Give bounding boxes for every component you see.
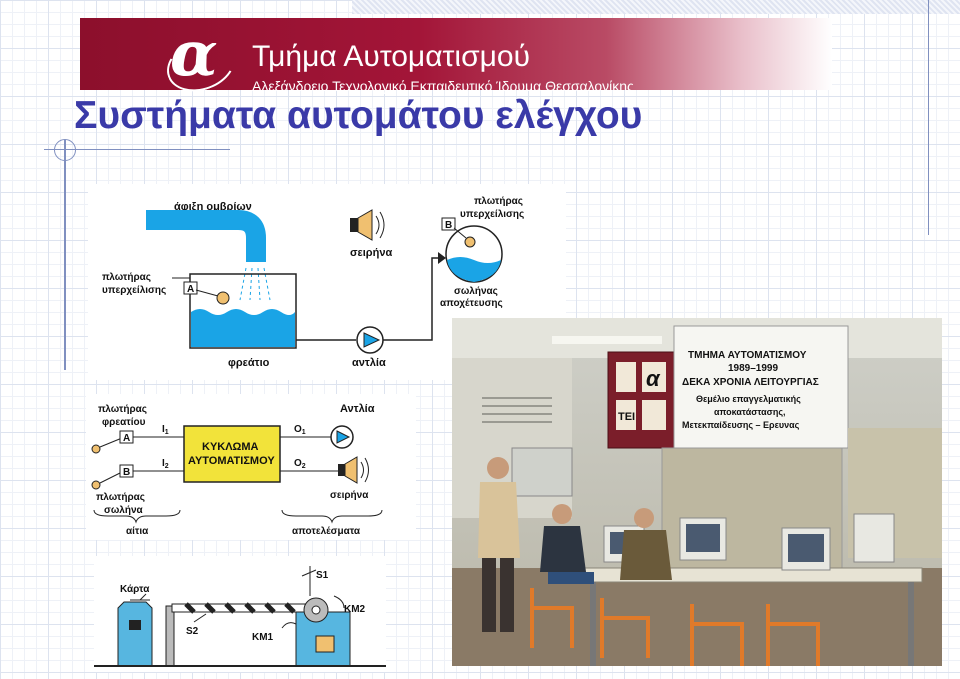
pump-label: αντλία xyxy=(352,357,386,369)
siren-label: σειρήνα xyxy=(350,247,392,259)
svg-text:Μετεκπαίδευσης – Ερευνας: Μετεκπαίδευσης – Ερευνας xyxy=(682,420,800,430)
svg-text:A: A xyxy=(123,433,130,444)
float-a-label-2: υπερχείλισης xyxy=(102,285,166,296)
s2-label: S2 xyxy=(186,626,199,637)
card-label: Κάρτα xyxy=(120,584,150,595)
department-name: Τμήμα Αυτοματισμού xyxy=(252,40,530,74)
effects-label: αποτελέσματα xyxy=(292,526,361,537)
float-b-label-2: υπερχείλισης xyxy=(460,209,524,220)
control-block-diagram: πλωτήρας φρεατίου A I1 B I2 πλωτήρας σωλ… xyxy=(86,394,416,540)
float-sump-label-2: φρεατίου xyxy=(102,417,146,428)
top-decoration-strip xyxy=(352,0,960,14)
sump-label: φρεάτιο xyxy=(228,357,270,369)
svg-text:ΤΕΙ: ΤΕΙ xyxy=(618,411,635,423)
float-sump-label-1: πλωτήρας xyxy=(98,404,147,415)
float-b-ball xyxy=(465,237,475,247)
s1-label: S1 xyxy=(316,570,329,581)
decor-circle xyxy=(54,139,76,161)
svg-text:B: B xyxy=(123,467,130,478)
drain-label-1: σωλήνας xyxy=(454,286,498,297)
svg-text:α: α xyxy=(646,366,661,391)
pump-label-2: Αντλία xyxy=(340,403,375,415)
siren-label-2: σειρήνα xyxy=(330,490,369,501)
km1-label: KM1 xyxy=(252,632,274,643)
svg-text:B: B xyxy=(445,220,452,231)
float-a-label-1: πλωτήρας xyxy=(102,272,151,283)
svg-text:A: A xyxy=(187,284,194,295)
km2-label: KM2 xyxy=(344,604,366,615)
svg-text:ΔΕΚΑ ΧΡΟΝΙΑ ΛΕΙΤΟΥΡΓΙΑΣ: ΔΕΚΑ ΧΡΟΝΙΑ ΛΕΙΤΟΥΡΓΙΑΣ xyxy=(682,377,819,388)
svg-text:1989–1999: 1989–1999 xyxy=(728,363,778,374)
control-box-label-1: ΚΥΚΛΩΜΑ xyxy=(202,441,259,453)
laboratory-photo: α ΤΕΙ ΤΜΗΜΑ ΑΥΤΟΜΑΤΙΣΜΟΥ 1989–1999 ΔΕΚΑ … xyxy=(452,318,942,666)
card-reader-box xyxy=(118,602,152,666)
decor-vertical-line xyxy=(64,140,66,370)
control-circuit-box xyxy=(184,426,280,482)
float-pipe-label-2: σωλήνα xyxy=(104,505,144,516)
logo-letter: α xyxy=(170,28,218,80)
slide-title: Συστήματα αυτομάτου ελέγχου xyxy=(74,92,642,140)
float-b-label-1: πλωτήρας xyxy=(474,196,523,207)
float-pipe-label-1: πλωτήρας xyxy=(96,492,145,503)
barrier-gate-diagram: Κάρτα S2 S1 KM1 KM2 xyxy=(94,556,386,672)
control-box-label-2: ΑΥΤΟΜΑΤΙΣΜΟΥ xyxy=(188,455,275,467)
svg-text:ΤΜΗΜΑ ΑΥΤΟΜΑΤΙΣΜΟΥ: ΤΜΗΜΑ ΑΥΤΟΜΑΤΙΣΜΟΥ xyxy=(688,350,807,361)
causes-label: αίτια xyxy=(126,526,149,537)
float-a-ball xyxy=(217,292,229,304)
svg-text:αποκατάστασης,: αποκατάστασης, xyxy=(714,407,786,417)
gate-barrier-arm xyxy=(172,604,310,612)
drain-label-2: αποχέτευσης xyxy=(440,298,503,309)
header-banner: α Τμήμα Αυτοματισμού Αλεξάνδρειο Τεχνολο… xyxy=(80,18,832,90)
svg-text:Θεμέλιο επαγγελματικής: Θεμέλιο επαγγελματικής xyxy=(696,394,801,404)
decor-right-line xyxy=(928,0,929,235)
